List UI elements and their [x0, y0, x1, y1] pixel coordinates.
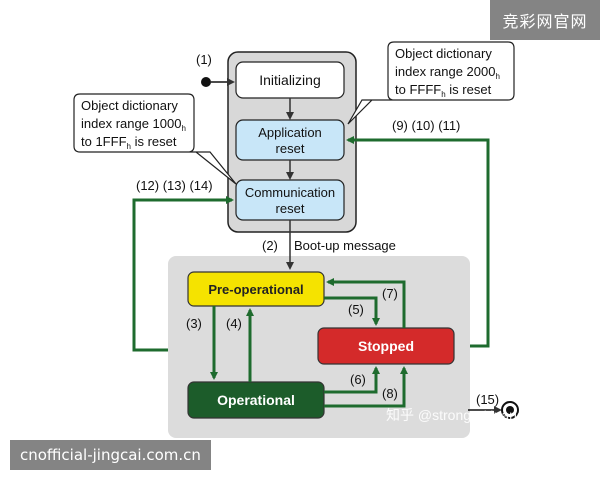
- initializing-label: Initializing: [259, 72, 320, 88]
- end-node-dot: [506, 406, 514, 414]
- pre-operational-state: [187, 271, 325, 307]
- operational-state: [187, 381, 325, 419]
- callout-right-line-3: to FFFFh is reset: [395, 82, 492, 99]
- transition-4-label: (4): [226, 316, 242, 331]
- callout-left-line-1: Object dictionary: [81, 98, 178, 113]
- callout-right-line-2: index range 2000h: [395, 64, 500, 81]
- callout-left-line-3: to 1FFFh is reset: [81, 134, 177, 151]
- communication-reset-label-1: Communication: [245, 185, 335, 200]
- power-on-dot: [201, 77, 211, 87]
- transition-5-label: (5): [348, 302, 364, 317]
- communication-reset-label-2: reset: [276, 201, 305, 216]
- arrow-7-stopped-to-preop: [326, 278, 406, 328]
- arrow-9-11-to-app-reset: [346, 136, 490, 348]
- callout-left-line-2: index range 1000h: [81, 116, 186, 133]
- zhihu-watermark: 知乎 @strongerHuang: [386, 407, 525, 423]
- transition-12-14-label: (12) (13) (14): [136, 178, 213, 193]
- arrow-8-stopped-to-op: [324, 366, 408, 408]
- callout-right-bubble: [347, 41, 515, 125]
- callout-right-line-1: Object dictionary: [395, 46, 492, 61]
- arrow-6-op-to-stopped: [324, 366, 380, 394]
- transition-6-label: (6): [350, 372, 366, 387]
- application-reset-label-1: Application: [258, 125, 322, 140]
- pre-operational-label: Pre-operational: [208, 282, 303, 297]
- stopped-state: [317, 327, 455, 365]
- arrow-12-14-to-comm-reset: [132, 196, 234, 352]
- transition-9-11-label: (9) (10) (11): [392, 118, 460, 133]
- application-reset-label-2: reset: [276, 141, 305, 156]
- transition-7-label: (7): [382, 286, 398, 301]
- boot-up-message-label: Boot-up message: [294, 238, 396, 253]
- operational-label: Operational: [217, 392, 295, 408]
- transition-1-label: (1): [196, 52, 212, 67]
- stopped-label: Stopped: [358, 338, 414, 354]
- callout-left-bubble: [73, 93, 237, 185]
- transition-2-label: (2): [262, 238, 278, 253]
- arrow-5-preop-to-stopped: [324, 296, 380, 326]
- transition-3-label: (3): [186, 316, 202, 331]
- watermark-bottom-left: cnofficial-jingcai.com.cn: [10, 440, 211, 470]
- transition-15-label: (15): [476, 392, 499, 407]
- transition-8-label: (8): [382, 386, 398, 401]
- watermark-top-right: 竞彩网官网: [490, 0, 600, 40]
